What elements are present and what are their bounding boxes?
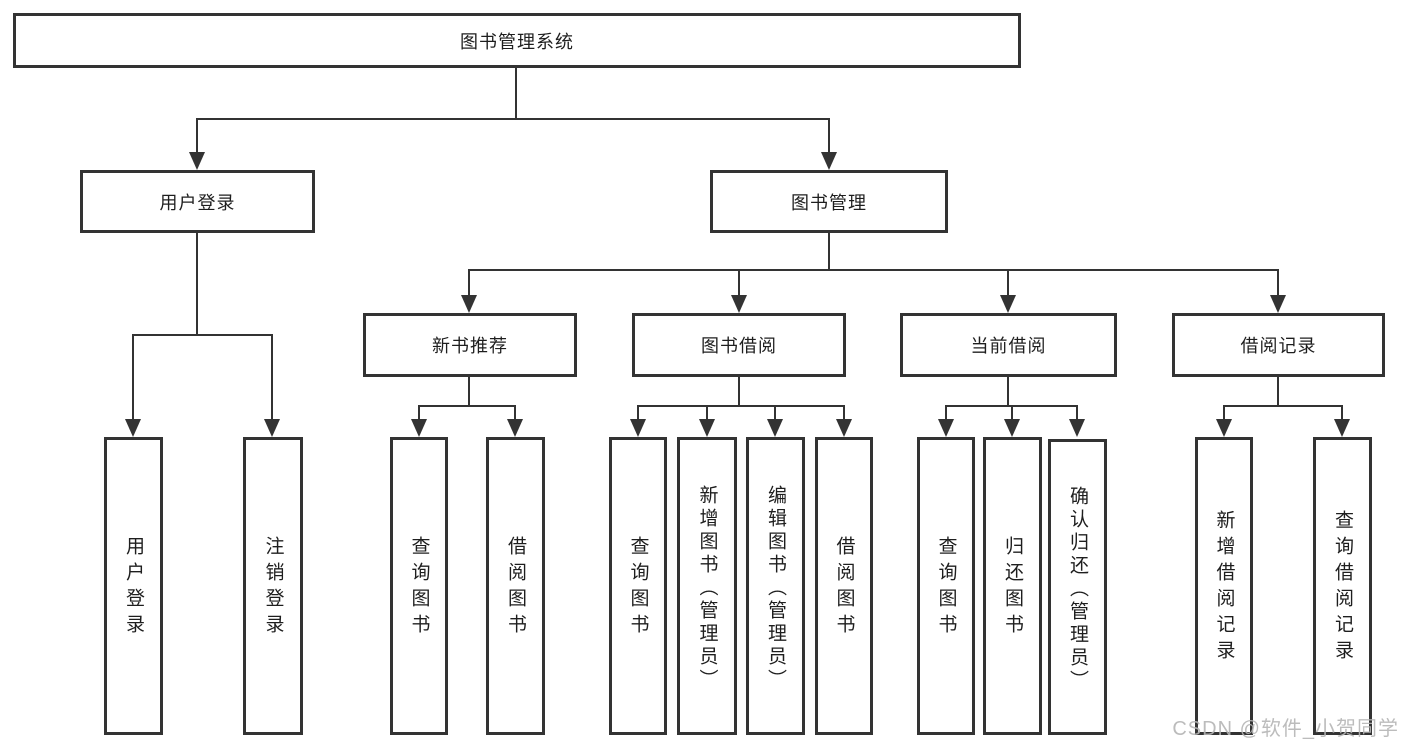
node-book-management: 图书管理 — [710, 170, 948, 233]
connector-arrow-shaft — [271, 335, 273, 423]
connector-arrow-shaft — [132, 335, 134, 423]
node-root: 图书管理系统 — [13, 13, 1021, 68]
leaf-br-add-record-label: 新增借阅记录 — [1213, 510, 1235, 666]
leaf-cb-query-books: 查询图书 — [917, 437, 975, 735]
node-root-label: 图书管理系统 — [460, 31, 574, 52]
node-book-borrowing-label: 图书借阅 — [701, 336, 777, 356]
arrowhead-down-icon — [507, 419, 523, 437]
connector-arrow-shaft — [738, 270, 740, 299]
connector-vline — [828, 233, 830, 271]
arrowhead-down-icon — [189, 152, 205, 170]
leaf-logout-label: 注销登录 — [262, 536, 284, 640]
arrowhead-down-icon — [767, 419, 783, 437]
connector-arrow-shaft — [843, 406, 845, 423]
connector-arrow-shaft — [468, 270, 470, 299]
arrowhead-down-icon — [1000, 295, 1016, 313]
leaf-bb-add-books-label: 新增图书（管理员） — [696, 484, 718, 692]
leaf-bb-edit-books-label: 编辑图书（管理员） — [765, 484, 786, 692]
leaf-bb-borrow-books-label: 借阅图书 — [833, 536, 855, 640]
connector-vline — [738, 377, 740, 407]
node-current-borrowing: 当前借阅 — [900, 313, 1117, 377]
node-new-book-recommend-label: 新书推荐 — [432, 336, 508, 356]
leaf-br-query-record-label: 查询借阅记录 — [1332, 510, 1353, 666]
connector-arrow-shaft — [1277, 270, 1279, 299]
connector-arrow-shaft — [706, 406, 708, 423]
node-borrowing-records: 借阅记录 — [1172, 313, 1385, 377]
node-borrowing-records-label: 借阅记录 — [1240, 336, 1317, 356]
arrowhead-down-icon — [1069, 419, 1085, 437]
arrowhead-down-icon — [125, 419, 141, 437]
connector-hline — [196, 118, 830, 120]
connector-hline — [418, 405, 470, 407]
arrowhead-down-icon — [1004, 419, 1020, 437]
connector-arrow-shaft — [1011, 406, 1013, 423]
leaf-cb-query-books-label: 查询图书 — [935, 536, 957, 640]
connector-arrow-shaft — [514, 406, 516, 423]
node-new-book-recommend: 新书推荐 — [363, 313, 577, 377]
leaf-logout: 注销登录 — [243, 437, 303, 735]
connector-arrow-shaft — [1223, 406, 1225, 423]
connector-arrow-shaft — [774, 406, 776, 423]
leaf-nb-borrow-books: 借阅图书 — [486, 437, 545, 735]
connector-vline — [196, 233, 198, 336]
arrowhead-down-icon — [699, 419, 715, 437]
leaf-bb-borrow-books: 借阅图书 — [815, 437, 873, 735]
node-user-login-label: 用户登录 — [159, 192, 236, 213]
leaf-cb-return-books: 归还图书 — [983, 437, 1042, 735]
leaf-cb-confirm-return-label: 确认归还（管理员） — [1067, 485, 1088, 693]
leaf-bb-add-books: 新增图书（管理员） — [677, 437, 737, 735]
node-book-borrowing: 图书借阅 — [632, 313, 846, 377]
connector-arrow-shaft — [1341, 406, 1343, 423]
connector-arrow-shaft — [196, 119, 198, 156]
leaf-user-login-label: 用户登录 — [123, 536, 144, 640]
connector-hline — [637, 405, 845, 407]
arrowhead-down-icon — [264, 419, 280, 437]
leaf-nb-query-books-label: 查询图书 — [408, 536, 430, 640]
connector-arrow-shaft — [1076, 406, 1078, 423]
arrowhead-down-icon — [411, 419, 427, 437]
leaf-br-query-record: 查询借阅记录 — [1313, 437, 1372, 735]
connector-vline — [515, 68, 517, 120]
connector-arrow-shaft — [637, 406, 639, 423]
arrowhead-down-icon — [1216, 419, 1232, 437]
connector-arrow-shaft — [418, 406, 420, 423]
arrowhead-down-icon — [461, 295, 477, 313]
connector-hline — [1223, 405, 1279, 407]
connector-vline — [1277, 377, 1279, 407]
leaf-cb-confirm-return: 确认归还（管理员） — [1048, 439, 1107, 735]
arrowhead-down-icon — [1334, 419, 1350, 437]
leaf-nb-borrow-books-label: 借阅图书 — [505, 536, 526, 640]
connector-arrow-shaft — [945, 406, 947, 423]
connector-arrow-shaft — [828, 119, 830, 156]
node-user-login: 用户登录 — [80, 170, 315, 233]
leaf-bb-query-books: 查询图书 — [609, 437, 667, 735]
connector-hline — [468, 269, 1279, 271]
arrowhead-down-icon — [836, 419, 852, 437]
connector-hline — [1223, 405, 1343, 407]
csdn-watermark: CSDN @软件_小贺同学 — [1172, 718, 1399, 740]
node-current-borrowing-label: 当前借阅 — [970, 336, 1047, 356]
leaf-br-add-record: 新增借阅记录 — [1195, 437, 1253, 735]
arrowhead-down-icon — [731, 295, 747, 313]
leaf-bb-query-books-label: 查询图书 — [627, 536, 649, 640]
arrowhead-down-icon — [821, 152, 837, 170]
arrowhead-down-icon — [630, 419, 646, 437]
connector-vline — [468, 377, 470, 407]
arrowhead-down-icon — [938, 419, 954, 437]
connector-arrow-shaft — [1007, 270, 1009, 299]
leaf-user-login: 用户登录 — [104, 437, 163, 735]
connector-vline — [1007, 377, 1009, 407]
node-book-management-label: 图书管理 — [791, 192, 867, 213]
leaf-nb-query-books: 查询图书 — [390, 437, 448, 735]
connector-hline — [132, 334, 273, 336]
leaf-cb-return-books-label: 归还图书 — [1002, 536, 1023, 640]
arrowhead-down-icon — [1270, 295, 1286, 313]
leaf-bb-edit-books: 编辑图书（管理员） — [746, 437, 805, 735]
